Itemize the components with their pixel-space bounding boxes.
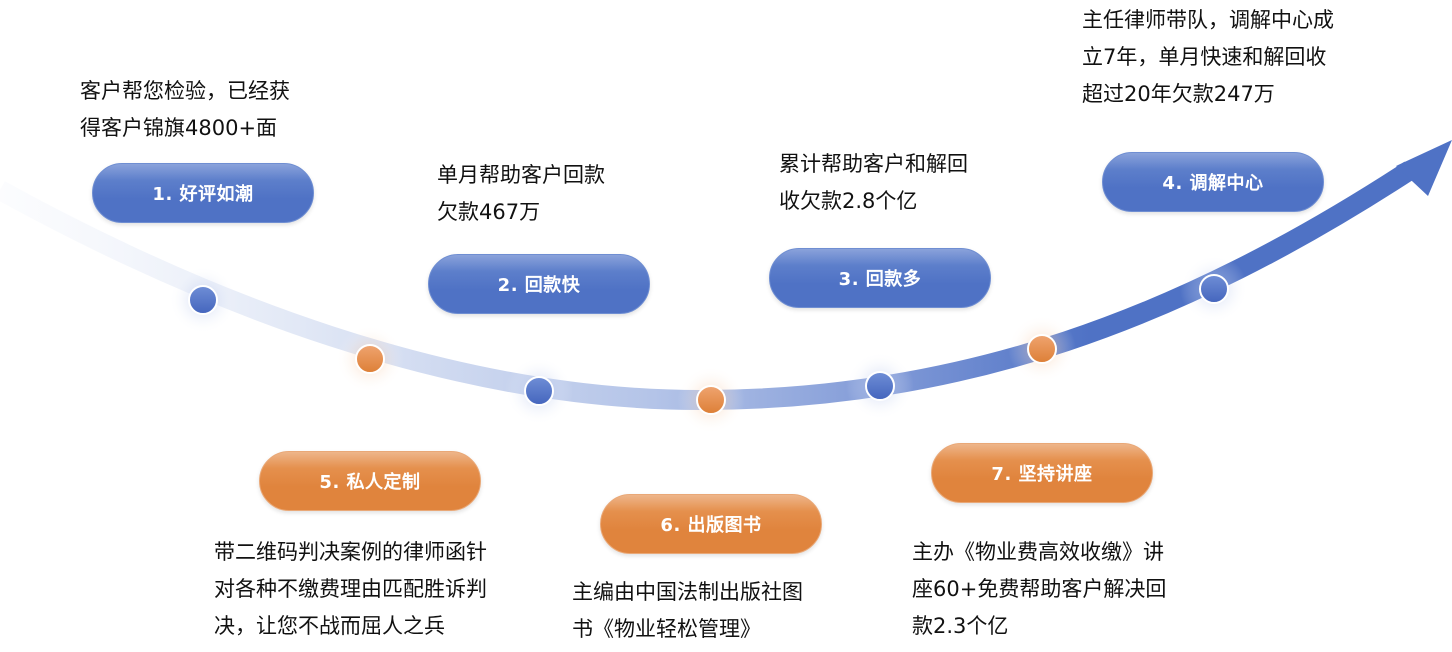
step-3-description-line: 累计帮助客户和解回 <box>779 152 968 176</box>
milestone-dot-5 <box>865 371 895 401</box>
step-6-label: 6. 出版图书 <box>660 515 762 536</box>
step-7-label: 7. 坚持讲座 <box>991 464 1093 485</box>
step-4-description-line: 主任律师带队，调解中心成 <box>1082 8 1334 32</box>
step-7-description-line: 款2.3个亿 <box>912 614 1009 638</box>
step-3-description-line: 收欠款2.8个亿 <box>779 189 918 213</box>
step-3-description: 累计帮助客户和解回 收欠款2.8个亿 <box>779 146 968 220</box>
arrow-head-icon <box>1396 140 1452 196</box>
step-6-description-line: 书《物业轻松管理》 <box>572 617 761 641</box>
step-7-button[interactable]: 7. 坚持讲座 <box>931 443 1153 503</box>
step-4-label: 4. 调解中心 <box>1162 173 1264 194</box>
step-7-description-line: 座60+免费帮助客户解决回 <box>912 577 1167 601</box>
step-1-button[interactable]: 1. 好评如潮 <box>92 163 314 223</box>
milestone-dot-3 <box>524 376 554 406</box>
step-2-label: 2. 回款快 <box>497 275 581 296</box>
step-1-description: 客户帮您检验，已经获 得客户锦旗4800+面 <box>80 73 290 147</box>
step-5-description-line: 决，让您不战而屈人之兵 <box>214 614 445 638</box>
step-4-description: 主任律师带队，调解中心成 立7年，单月快速和解回收 超过20年欠款247万 <box>1082 2 1334 113</box>
step-6-description: 主编由中国法制出版社图 书《物业轻松管理》 <box>572 574 803 648</box>
step-7-description-line: 主办《物业费高效收缴》讲 <box>912 540 1164 564</box>
step-5-label: 5. 私人定制 <box>319 472 421 493</box>
milestone-dot-7 <box>1199 274 1229 304</box>
milestone-dot-4 <box>696 385 726 415</box>
step-5-description-line: 对各种不缴费理由匹配胜诉判 <box>214 577 487 601</box>
step-6-description-line: 主编由中国法制出版社图 <box>572 580 803 604</box>
step-1-label: 1. 好评如潮 <box>152 184 254 205</box>
step-5-button[interactable]: 5. 私人定制 <box>259 451 481 511</box>
milestone-dot-6 <box>1027 334 1057 364</box>
step-3-label: 3. 回款多 <box>838 269 922 290</box>
step-5-description: 带二维码判决案例的律师函针 对各种不缴费理由匹配胜诉判 决，让您不战而屈人之兵 <box>214 534 487 645</box>
step-1-description-line: 客户帮您检验，已经获 <box>80 79 290 103</box>
milestone-dot-1 <box>188 285 218 315</box>
step-1-description-line: 得客户锦旗4800+面 <box>80 116 278 140</box>
step-4-button[interactable]: 4. 调解中心 <box>1102 152 1324 212</box>
milestone-dot-2 <box>355 344 385 374</box>
step-7-description: 主办《物业费高效收缴》讲 座60+免费帮助客户解决回 款2.3个亿 <box>912 534 1166 645</box>
step-2-description-line: 欠款467万 <box>437 200 541 224</box>
step-4-description-line: 超过20年欠款247万 <box>1082 82 1275 106</box>
step-5-description-line: 带二维码判决案例的律师函针 <box>214 540 487 564</box>
step-4-description-line: 立7年，单月快速和解回收 <box>1082 45 1327 69</box>
step-3-button[interactable]: 3. 回款多 <box>769 248 991 308</box>
step-6-button[interactable]: 6. 出版图书 <box>600 494 822 554</box>
step-2-button[interactable]: 2. 回款快 <box>428 254 650 314</box>
step-2-description-line: 单月帮助客户回款 <box>437 163 605 187</box>
step-2-description: 单月帮助客户回款 欠款467万 <box>437 157 605 231</box>
